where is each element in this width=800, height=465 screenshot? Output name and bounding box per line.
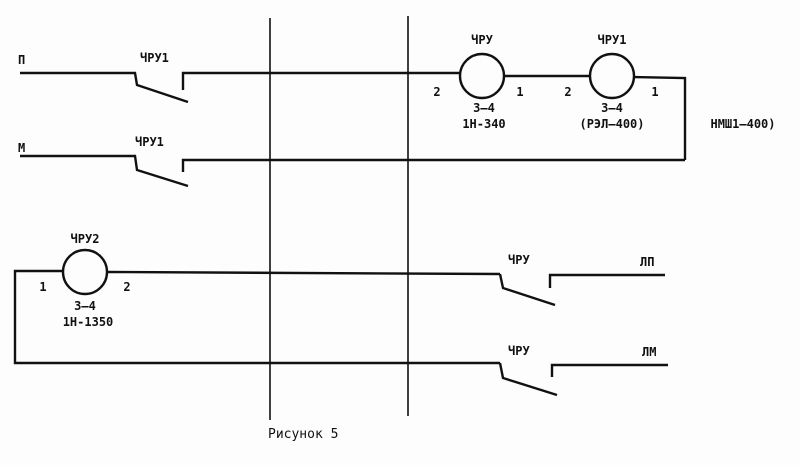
relay-name: ЧРУ1: [598, 33, 627, 47]
rail-label-lm: ЛМ: [642, 345, 656, 359]
relay-pin: 2: [564, 85, 571, 99]
relay-pin: 2: [433, 85, 440, 99]
contact-lm: [498, 362, 668, 397]
contact-label-lp: ЧРУ: [508, 253, 530, 267]
contact-label-m: ЧРУ1: [135, 135, 164, 149]
relay-winding: 3–4: [601, 101, 623, 115]
relay-pin: 1: [651, 85, 658, 99]
relay-type: (РЭЛ–400): [579, 117, 644, 131]
relay-chru: [458, 52, 590, 100]
contact-lp: [498, 273, 665, 307]
contact-p: [20, 71, 460, 104]
relay-type: 1Н-340: [462, 117, 505, 131]
relay-winding: 3–4: [473, 101, 495, 115]
relay-pin: 2: [123, 280, 130, 294]
relay-alt-type: НМШ1–400): [710, 117, 775, 131]
relay-name: ЧРУ: [471, 33, 493, 47]
contact-label-lm: ЧРУ: [508, 344, 530, 358]
relay-pin: 1: [39, 280, 46, 294]
rail-label-m: М: [18, 141, 25, 155]
relay-name: ЧРУ2: [71, 232, 100, 246]
relay-chru2: [13, 248, 501, 365]
relay-type: 1Н-1350: [63, 315, 114, 329]
relay-chru1: [588, 52, 687, 160]
relay-pin: 1: [516, 85, 523, 99]
contact-label-p: ЧРУ1: [140, 51, 169, 65]
relay-winding: 3–4: [74, 299, 96, 313]
figure-caption: Рисунок 5: [268, 427, 338, 442]
rail-label-lp: ЛП: [640, 255, 654, 269]
rail-label-p: П: [18, 53, 25, 67]
contact-m: [20, 154, 685, 188]
